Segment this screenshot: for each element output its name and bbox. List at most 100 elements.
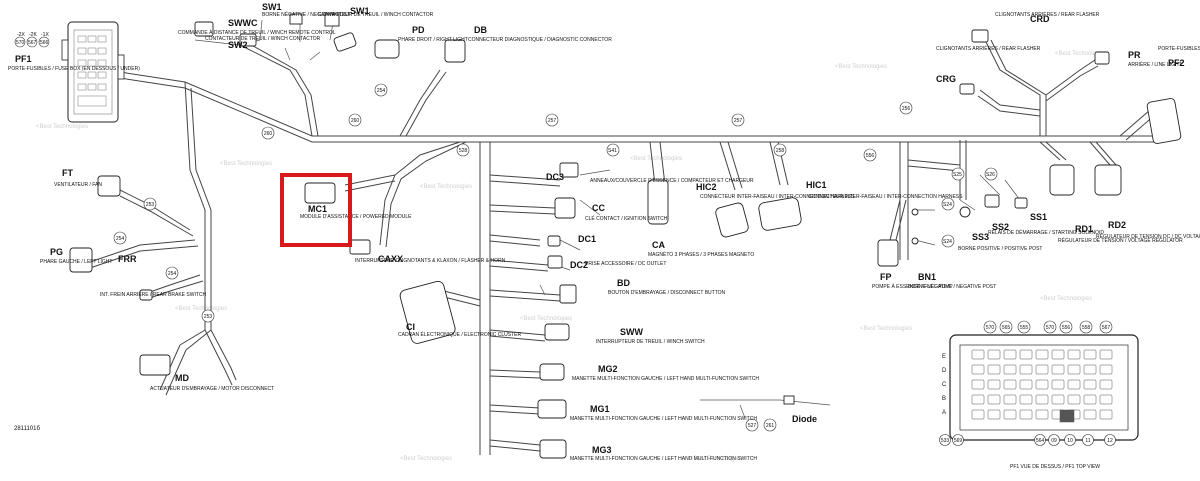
harness-number-bubble [545,113,559,127]
pin-bubble [1064,434,1076,446]
harness-number: 258 [776,148,785,154]
fuse-box-code: PF1 [15,54,32,64]
connector-code: DC3 [546,172,564,182]
fuse-slot [1035,394,1049,405]
watermark: <Best Technologies [835,64,887,70]
connector-label: COMMANDE À DISTANCE DE TREUIL / WINCH RE… [178,29,336,36]
station-bubble [606,143,620,157]
fuse-slot [1051,349,1065,360]
watermark: <Best Technologies [175,306,227,312]
drawing-number: 2811101б [14,426,40,432]
fuse-slot [1099,379,1113,390]
harness-number: 261 [766,423,775,429]
connector-label: MAGNÉTO 3 PHASES / 3 PHASES MAGNETO [648,251,754,258]
pin-number: 570 [986,325,995,331]
connector-code: DC2 [570,260,588,270]
watermark: <Best Technologies [400,456,452,462]
fuse-slot [1067,379,1081,390]
pin-bubble [999,320,1013,334]
fuse-slot [971,379,985,390]
connector-code: CA [652,240,665,250]
connector-label: BORNE POSITIVE / POSITIVE POST [958,246,1042,252]
pin-bubble [983,320,997,334]
connector-code: MC1 [308,204,327,214]
connector-label: CONTACTEUR DE TREUIL / WINCH CONTACTOR [205,36,321,42]
connector-code: MG2 [598,364,618,374]
harness-number: 257 [548,118,557,124]
pin-number: 567 [1102,325,1111,331]
connector-code: SW1 [350,6,370,16]
harness-number-bubble [731,113,745,127]
connector-label: BORNE NÉGATIVE / NEGATIVE POST [908,283,996,290]
fuse-slot [987,409,1001,420]
fuse-slot [1083,379,1097,390]
row-label: A [942,410,946,416]
connector-label: MANETTE MULTI-FONCTION GAUCHE / LEFT HAN… [572,376,759,382]
harness-number: 260 [351,118,360,124]
fuse-ref: -2X [17,32,25,38]
connector-label: MODULE D'ASSISTANCE / POWERED MODULE [300,214,412,220]
fuse-box-label: PORTE-FUSIBLES / FUSE BOX (EN DESSOUS / … [8,66,140,72]
top-view-label: PF1 VUE DE DESSUS / PF1 TOP VIEW [1010,464,1100,470]
watermark: <Best Technologies [690,456,742,462]
harness-number-bubble [201,309,215,323]
connector-code: FP [880,272,892,282]
fuse-slot [987,364,1001,375]
connector-label: ARRIÈRE / LINE LIGHT [1128,61,1182,68]
pin-number: 533 [941,438,950,444]
station-bubble [984,167,998,181]
fuse-slot [1019,379,1033,390]
connector-code: FT [62,168,73,178]
connector-code: SS1 [1030,212,1047,222]
fuse-slot [1067,349,1081,360]
watermarks: <Best Technologies <Best Technologies <B… [36,51,1107,462]
pin-bubble [1048,434,1060,446]
connector-label: MANETTE MULTI-FONCTION GAUCHE / LEFT HAN… [570,456,757,462]
harness-number: 254 [377,88,386,94]
connector-code: DC1 [578,234,596,244]
connector-label: CLÉ CONTACT / IGNITION SWITCH [585,215,668,222]
fuse-slot [987,394,1001,405]
watermark: <Best Technologies [860,326,912,332]
pin-number: 10 [1067,438,1073,444]
fuse-slot [1035,364,1049,375]
harness-number-bubble [261,126,275,140]
pin-bubble [1104,434,1116,446]
harness-number-bubble [348,113,362,127]
harness-number: 257 [734,118,743,124]
pin-bubble [1099,320,1113,334]
connector-code: SWWC [228,18,258,28]
fuse-slot [1003,409,1017,420]
fuse-slot [1083,349,1097,360]
wire-number: 567 [28,40,37,46]
connector-label: MANETTE MULTI-FONCTION GAUCHE / LEFT HAN… [570,416,757,422]
pin-number: 556 [1062,325,1071,331]
fuse-slot [1035,409,1049,420]
fuse-slot [1051,394,1065,405]
fuse-box-pf1: -2X -2K -1X 570 567 566 PF1 PORTE-FUSIBL… [8,21,140,123]
fuse-slot [1067,364,1081,375]
harness-number: 256 [902,106,911,112]
connector-bodies [69,13,1182,459]
fuse-slot [1003,379,1017,390]
connector-label: ACTUATEUR D'EMBRAYAGE / MOTOR DISCONNECT [150,386,274,392]
station-bubble [941,234,955,248]
connector-code: HIC2 [696,182,717,192]
harness-number-bubble [773,143,787,157]
connector-code: SW1 [262,2,282,12]
connector-label: CADRAN ÉLECTRONIQUE / ELECTRONIC CLUSTER [398,331,521,338]
fuse-slot [1099,364,1113,375]
connector-label: PHARE DROIT / RIGHT LIGHT [398,37,468,43]
harness-number: 254 [116,236,125,242]
connector-label: CLIGNOTANTS ARRIÈRES / REAR FLASHER [995,11,1100,18]
connector-code: CAXX [378,254,403,264]
fuse-slot [1083,364,1097,375]
connector-label: RÉGULATEUR DE TENSION DC / DC VOLTAGE RE… [1096,233,1200,240]
connector-label: PORTE-FUSIBLES / FUSE BOX [1158,46,1200,52]
harness-number-bubble [374,83,388,97]
connector-code: RD2 [1108,220,1126,230]
pin-bubble [1034,434,1046,446]
